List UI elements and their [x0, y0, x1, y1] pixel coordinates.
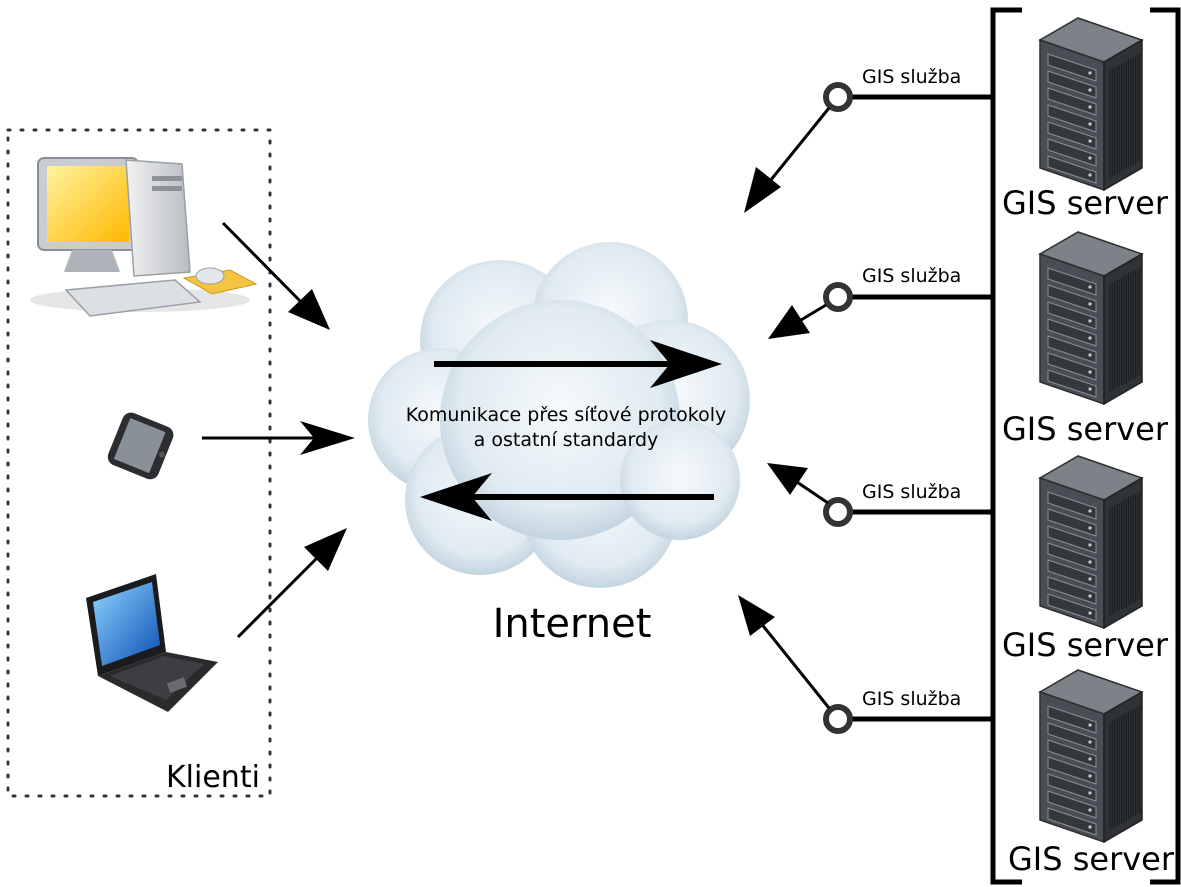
cloud-arrowhead-left	[420, 473, 492, 521]
cloud-arrowhead-right	[650, 340, 722, 388]
server-icon	[1038, 669, 1144, 844]
cloud-text-line1: Komunikace přes síťové protokoly	[406, 404, 726, 426]
server-icon	[1038, 455, 1144, 630]
desktop-computer-icon	[30, 157, 258, 317]
service-label-3: GIS služba	[862, 481, 961, 503]
service-label-2: GIS služba	[862, 265, 961, 287]
arrow-laptop-to-internet	[236, 551, 324, 639]
arrow-desktop-to-internet	[221, 221, 308, 309]
cloud-text-line2: a ostatní standardy	[474, 429, 659, 451]
arrowhead-desktop	[288, 289, 330, 330]
smartphone-icon	[107, 412, 174, 480]
internet-label: Internet	[493, 601, 652, 647]
arrowhead-phone	[300, 421, 355, 455]
internet-cloud-icon	[368, 242, 750, 588]
service-connector-2	[768, 282, 995, 339]
service-connector-4	[738, 595, 995, 734]
clients-group-border	[6, 128, 272, 798]
service-connector-3	[767, 463, 995, 527]
server-label-3: GIS server	[1002, 626, 1169, 664]
server-label-1: GIS server	[1002, 184, 1169, 222]
service-label-4: GIS služba	[862, 688, 961, 710]
arrowhead-laptop	[304, 528, 347, 571]
service-connector-1	[744, 82, 995, 213]
server-label-2: GIS server	[1002, 410, 1169, 448]
laptop-icon	[86, 574, 218, 712]
service-label-1: GIS služba	[862, 66, 961, 88]
server-icon	[1038, 231, 1144, 406]
server-label-4: GIS server	[1008, 840, 1175, 878]
server-icon	[1038, 17, 1144, 192]
server-rack-bracket	[990, 7, 1181, 885]
clients-label: Klienti	[166, 760, 260, 795]
